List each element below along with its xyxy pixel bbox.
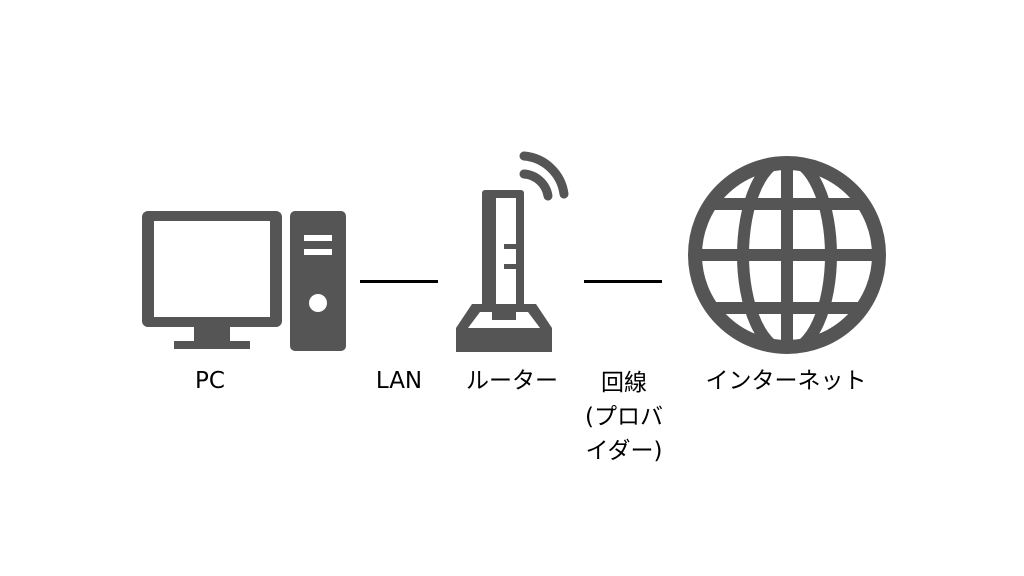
router-base-slot bbox=[492, 312, 516, 320]
connection-line-isp bbox=[584, 280, 662, 283]
desktop-computer-icon bbox=[142, 211, 346, 351]
router-led-1 bbox=[504, 244, 516, 249]
tower-body bbox=[290, 211, 346, 351]
node-label-pc: PC bbox=[195, 368, 225, 394]
monitor-screen bbox=[154, 221, 270, 317]
monitor-base bbox=[174, 341, 250, 349]
wifi-arc-outer bbox=[519, 151, 569, 199]
tower-slot-2 bbox=[304, 249, 332, 255]
connection-label-isp: 回線 (プロバ イダー) bbox=[585, 370, 663, 464]
node-label-internet: インターネット bbox=[705, 368, 867, 394]
router-inner-left bbox=[492, 198, 496, 314]
tower-slot-1 bbox=[304, 235, 332, 241]
tower-button bbox=[309, 294, 327, 312]
node-label-router: ルーター bbox=[466, 368, 558, 394]
router-led-2 bbox=[504, 264, 516, 269]
wifi-arc-inner bbox=[519, 169, 553, 201]
connection-label-lan: LAN bbox=[375, 368, 423, 394]
globe-outline bbox=[688, 156, 886, 354]
connection-line-lan bbox=[360, 280, 438, 283]
monitor-stand bbox=[194, 327, 230, 341]
globe-icon bbox=[688, 156, 886, 354]
wireless-router-icon bbox=[456, 151, 569, 352]
